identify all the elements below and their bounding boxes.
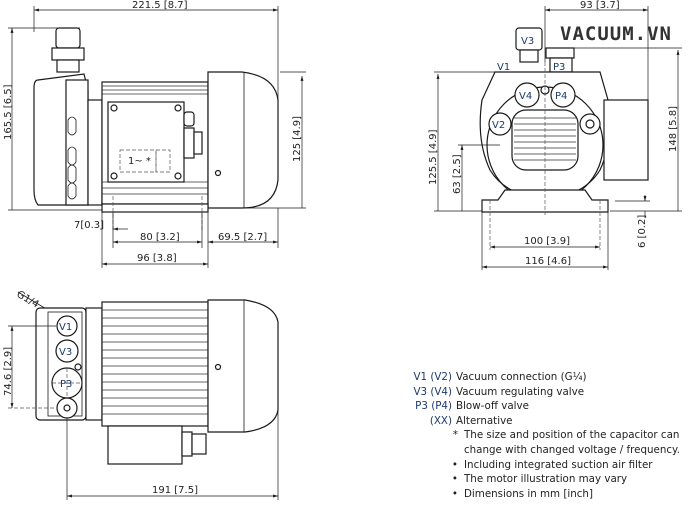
port-v3-top-label: V3	[59, 347, 72, 358]
dim-total-height: 148 [5.8]	[668, 106, 679, 152]
bullet-icon: •	[451, 473, 458, 486]
dim-front-height: 125.5 [4.9]	[428, 129, 439, 185]
legend-item: P3 (P4) Blow-off valve	[400, 399, 696, 414]
dim-foot-offset: 7[0.3]	[74, 220, 104, 231]
legend-note: • Including integrated suction air filte…	[400, 458, 696, 473]
note-text: Including integrated suction air filter	[464, 458, 653, 471]
legend-key: V3 (V4)	[413, 385, 453, 398]
port-v1-label: V1	[59, 322, 72, 333]
dim-motor-height: 125 [4.9]	[292, 116, 303, 162]
legend-text: Blow-off valve	[456, 400, 529, 413]
port-v2-label: V2	[492, 120, 505, 131]
note-mark: *	[452, 429, 458, 442]
bullet-icon: •	[451, 458, 458, 471]
note-text: The motor illustration may vary	[464, 473, 628, 486]
port-p3-top-label: P3	[553, 62, 565, 73]
top-fins	[102, 309, 208, 415]
dim-foot-hole-spacing: 100 [3.9]	[524, 236, 570, 247]
legend-item: (XX) Alternative	[400, 414, 696, 429]
port-v1-top-label: V1	[497, 62, 510, 73]
top-view: G1/4 V1 V3 P3	[3, 289, 279, 500]
port-p4-label: P4	[555, 91, 567, 102]
port-v4-label: V4	[519, 91, 532, 102]
capacitor-label: 1~ *	[128, 156, 151, 167]
legend: V1 (V2) Vacuum connection (G¼) V3 (V4) V…	[400, 370, 696, 501]
legend-note: • Dimensions in mm [inch]	[400, 487, 696, 502]
watermark: VACUUM.VN	[560, 23, 672, 45]
legend-text: Alternative	[456, 414, 513, 427]
dim-foot-thickness: 6 [0.2]	[637, 215, 648, 248]
legend-item: V3 (V4) Vacuum regulating valve	[400, 385, 696, 400]
legend-note: • The motor illustration may vary	[400, 472, 696, 487]
legend-text: Vacuum connection (G¼)	[456, 371, 587, 383]
dim-foot-width: 116 [4.6]	[525, 256, 571, 267]
note-text: change with changed voltage / frequency.	[464, 443, 680, 456]
dim-foot-length: 96 [3.8]	[137, 253, 177, 264]
dim-overall-height: 165.5 [6.5]	[3, 84, 14, 140]
legend-note: change with changed voltage / frequency.	[400, 443, 696, 458]
front-view: VACUUM.VN 93 [3.7] V3 P3 V1 V4 P	[428, 0, 682, 270]
dim-port-spacing: 74.6 [2.9]	[3, 347, 14, 396]
note-text: The size and position of the capacitor c…	[464, 429, 680, 442]
bullet-icon: •	[451, 487, 458, 500]
dim-axis-height: 63 [2.5]	[452, 154, 463, 194]
dim-overall-length: 221.5 [8.7]	[132, 0, 188, 11]
note-mark	[400, 443, 464, 458]
port-p3-label: P3	[60, 379, 72, 390]
dim-motor-overhang: 69.5 [2.7]	[218, 232, 267, 243]
legend-note: * The size and position of the capacitor…	[400, 428, 696, 443]
note-text: Dimensions in mm [inch]	[464, 487, 593, 500]
legend-text: Vacuum regulating valve	[456, 385, 585, 398]
side-view: 221.5 [8.7] 165.5 [6.5]	[3, 0, 306, 268]
dim-top-length: 191 [7.5]	[152, 485, 198, 496]
dim-foot-spacing: 80 [3.2]	[140, 232, 180, 243]
legend-key: V1 (V2)	[413, 371, 453, 383]
legend-key: P3 (P4)	[415, 400, 452, 413]
legend-key: (XX)	[429, 414, 452, 427]
legend-item: V1 (V2) Vacuum connection (G¼)	[400, 370, 696, 385]
dim-front-width-top: 93 [3.7]	[580, 0, 620, 11]
port-v3-label: V3	[521, 36, 534, 47]
